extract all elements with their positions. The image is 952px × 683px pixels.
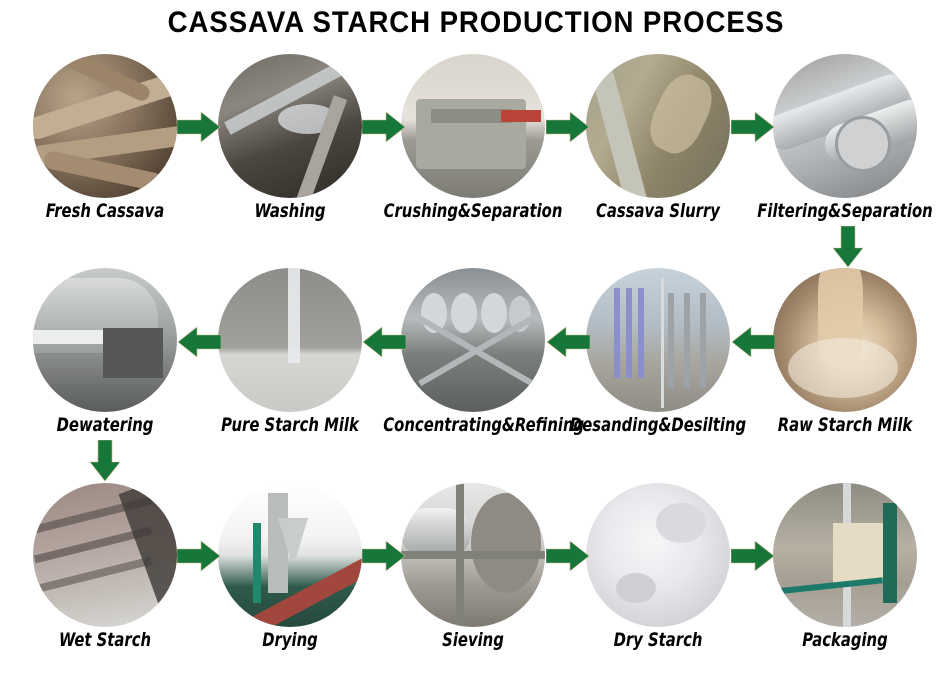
wet-starch-image <box>33 483 177 627</box>
step-label: Cassava Slurry <box>596 200 720 222</box>
step-packaging: Packaging <box>750 483 940 683</box>
arrow-left-icon <box>362 327 406 357</box>
arrow-right-icon <box>362 112 406 142</box>
concentrating-refining-image <box>401 268 545 412</box>
washing-image <box>218 54 362 198</box>
step-label: Pure Starch Milk <box>221 414 359 436</box>
step-sieving: Sieving <box>378 483 568 683</box>
step-wet-starch: Wet Starch <box>10 483 200 683</box>
raw-starch-milk-image <box>773 268 917 412</box>
step-label: Drying <box>262 629 318 651</box>
arrow-right-icon <box>362 541 406 571</box>
arrow-right-icon <box>546 541 590 571</box>
arrow-left-icon <box>546 327 590 357</box>
filtering-separation-image <box>773 54 917 198</box>
step-label: Filtering&Separation <box>757 200 933 222</box>
arrow-right-icon <box>177 112 221 142</box>
step-fresh-cassava: Fresh Cassava <box>10 54 200 254</box>
step-filtering-separation: Filtering&Separation <box>750 54 940 254</box>
step-cassava-slurry: Cassava Slurry <box>563 54 753 254</box>
cassava-slurry-image <box>586 54 730 198</box>
step-desanding-desilting: Desanding&Desilting <box>563 268 753 468</box>
step-washing: Washing <box>195 54 385 254</box>
arrow-right-icon <box>177 541 221 571</box>
arrow-left-icon <box>177 327 221 357</box>
step-label: Concentrating&Refining <box>383 414 585 436</box>
step-label: Sieving <box>442 629 504 651</box>
step-label: Dewatering <box>56 414 154 436</box>
step-label: Wet Starch <box>58 629 152 651</box>
arrow-down-icon <box>833 226 863 268</box>
arrow-right-icon <box>731 541 775 571</box>
arrow-right-icon <box>546 112 590 142</box>
step-dry-starch: Dry Starch <box>563 483 753 683</box>
crushing-separation-image <box>401 54 545 198</box>
desanding-desilting-image <box>586 268 730 412</box>
step-drying: Drying <box>195 483 385 683</box>
fresh-cassava-image <box>33 54 177 198</box>
step-dewatering: Dewatering <box>10 268 200 468</box>
step-label: Dry Starch <box>613 629 703 651</box>
packaging-image <box>773 483 917 627</box>
dry-starch-image <box>586 483 730 627</box>
sieving-image <box>401 483 545 627</box>
step-crushing-separation: Crushing&Separation <box>378 54 568 254</box>
dewatering-image <box>33 268 177 412</box>
arrow-down-icon <box>90 440 120 482</box>
step-label: Desanding&Desilting <box>569 414 747 436</box>
step-pure-starch-milk: Pure Starch Milk <box>195 268 385 468</box>
arrow-right-icon <box>731 112 775 142</box>
step-label: Washing <box>254 200 326 222</box>
pure-starch-milk-image <box>218 268 362 412</box>
step-concentrating-refining: Concentrating&Refining <box>378 268 585 468</box>
step-label: Packaging <box>802 629 888 651</box>
arrow-left-icon <box>731 327 775 357</box>
page-title: CASSAVA STARCH PRODUCTION PROCESS <box>167 6 785 39</box>
step-label: Raw Starch Milk <box>777 414 913 436</box>
step-raw-starch-milk: Raw Starch Milk <box>750 268 940 468</box>
step-label: Crushing&Separation <box>383 200 563 222</box>
drying-image <box>218 483 362 627</box>
step-label: Fresh Cassava <box>45 200 165 222</box>
